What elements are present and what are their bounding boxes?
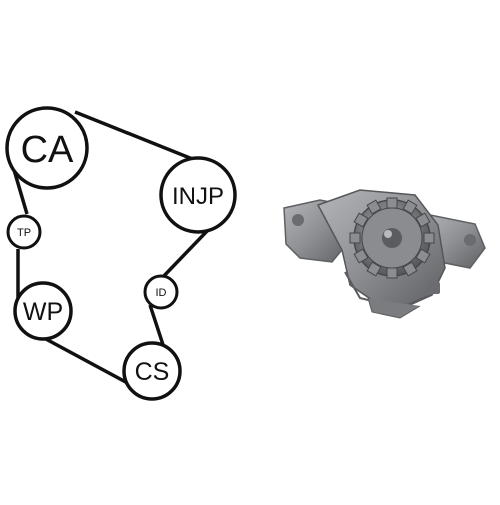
pulley-tp: TP: [6, 214, 42, 250]
pulley-label-cs: CS: [135, 358, 170, 386]
pump-sprocket: [349, 197, 435, 279]
pulley-label-tp: TP: [17, 227, 31, 239]
pulley-label-id: ID: [156, 287, 167, 299]
pulley-ca: CA: [5, 106, 89, 190]
belt-segment-cs-wp: [43, 336, 136, 389]
pulley-label-injp: INJP: [172, 183, 224, 210]
pulley-injp: INJP: [159, 156, 237, 234]
pulley-cs: CS: [122, 341, 182, 401]
pulley-label-ca: CA: [21, 129, 74, 171]
belt-segment-ca-injp: [74, 110, 196, 162]
pulley-wp: WP: [13, 281, 73, 341]
pulley-id: ID: [143, 274, 179, 310]
pulley-label-wp: WP: [23, 298, 63, 326]
timing-belt: [10, 110, 212, 389]
belt-segment-injp-id: [158, 226, 212, 282]
water-pump-image: [283, 189, 486, 319]
